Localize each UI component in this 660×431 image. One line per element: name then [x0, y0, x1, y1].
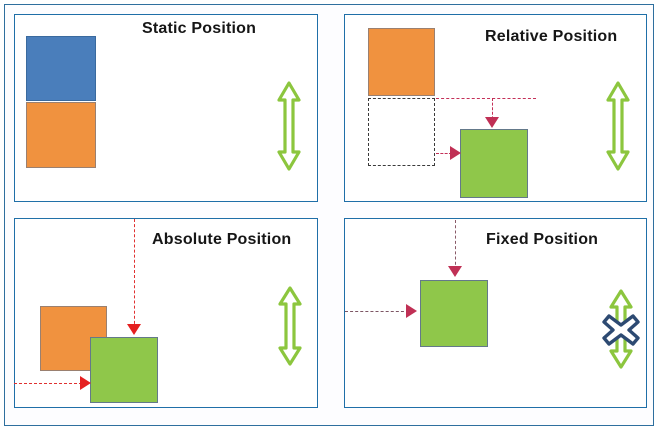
fixed-arrow-right-icon	[406, 304, 417, 318]
static-blue-box	[26, 36, 96, 101]
fixed-offset-guide-horizontal	[345, 311, 409, 312]
relative-offset-guide-horizontal	[436, 98, 536, 99]
absolute-vertical-double-arrow-icon	[277, 285, 303, 372]
relative-offset-guide-vertical	[492, 98, 493, 124]
relative-arrow-down-icon	[485, 117, 499, 128]
relative-green-box	[460, 129, 528, 198]
panel-title-fixed: Fixed Position	[486, 231, 599, 248]
absolute-arrow-down-icon	[127, 324, 141, 335]
absolute-arrow-right-icon	[80, 376, 91, 390]
fixed-green-box	[420, 280, 488, 347]
static-vertical-double-arrow-icon	[276, 80, 302, 177]
panel-absolute-position	[14, 218, 318, 408]
relative-vertical-double-arrow-icon	[605, 80, 631, 177]
absolute-offset-guide-vertical	[134, 219, 135, 329]
panel-fixed-position	[344, 218, 647, 408]
panel-title-static: Static Position	[142, 20, 257, 37]
relative-arrow-right-icon	[450, 146, 461, 160]
relative-orange-box	[368, 28, 435, 96]
relative-offset-guide-horizontal-2	[436, 153, 452, 154]
x-mark-icon	[601, 313, 641, 352]
absolute-green-box	[90, 337, 158, 403]
absolute-offset-guide-horizontal	[14, 383, 82, 384]
fixed-arrow-down-icon	[448, 266, 462, 277]
relative-ghost-outline-box	[368, 98, 435, 166]
static-orange-box	[26, 102, 96, 168]
panel-title-relative: Relative Position	[485, 28, 618, 45]
panel-title-absolute: Absolute Position	[152, 231, 292, 248]
fixed-offset-guide-vertical	[455, 220, 456, 270]
